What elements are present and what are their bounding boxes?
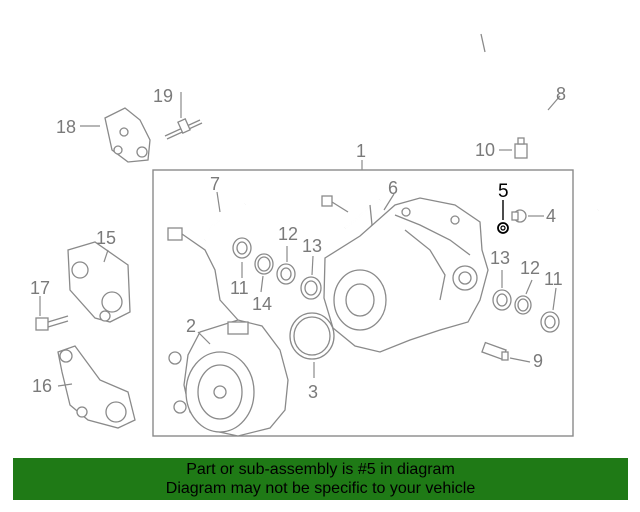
part-13-right-bearing[interactable]	[492, 289, 512, 311]
footer-banner: Part or sub-assembly is #5 in diagram Di…	[13, 458, 628, 500]
callout-4: 4	[546, 206, 556, 226]
parts-diagram: 1 8 10 19 18 7 6 4 5 12 13 11 14 13 12 1…	[30, 33, 614, 437]
part-17-bolt[interactable]	[35, 315, 69, 331]
part-8-vent-tube[interactable]	[480, 33, 614, 211]
footer-line-2: Diagram may not be specific to your vehi…	[165, 480, 476, 497]
callout-9: 9	[533, 351, 543, 371]
assembly-frame	[152, 169, 574, 437]
callout-2: 2	[186, 316, 196, 336]
part-16-mount[interactable]	[57, 345, 136, 429]
part-5-washer[interactable]	[497, 222, 509, 234]
part-11-right-seal[interactable]	[540, 311, 560, 333]
callout-8: 8	[556, 84, 566, 104]
callout-1: 1	[356, 141, 366, 161]
part-18-bracket[interactable]	[104, 107, 151, 163]
part-4-plug[interactable]	[511, 209, 527, 223]
part-10-breather[interactable]	[514, 137, 528, 159]
part-15-mount[interactable]	[67, 241, 131, 323]
part-2-motor[interactable]	[168, 319, 289, 437]
part-11-left-seal[interactable]	[232, 237, 252, 259]
leader-lines	[39, 92, 561, 387]
part-3-gasket[interactable]	[289, 312, 335, 360]
callout-5: 5	[498, 181, 509, 202]
callout-7: 7	[210, 174, 220, 194]
callout-3: 3	[308, 382, 318, 402]
part-14-o-ring[interactable]	[254, 253, 274, 275]
callout-17: 17	[30, 278, 50, 298]
callout-18: 18	[56, 117, 76, 137]
callout-10: 10	[475, 140, 495, 160]
callout-15: 15	[96, 228, 116, 248]
part-7-hose[interactable]	[204, 203, 246, 241]
part-12-left-ring[interactable]	[276, 263, 296, 285]
callout-11-right: 11	[544, 269, 563, 289]
footer-line-1: Part or sub-assembly is #5 in diagram	[186, 461, 455, 478]
callout-11-left: 11	[230, 278, 249, 298]
callout-13-right: 13	[490, 248, 510, 268]
part-2-wire-harness[interactable]	[167, 227, 239, 321]
part-1-housing[interactable]	[323, 197, 489, 353]
part-12-right-ring[interactable]	[514, 295, 532, 315]
part-6-bolt[interactable]	[321, 195, 349, 213]
callout-16: 16	[32, 376, 52, 396]
callout-19: 19	[153, 86, 173, 106]
part-9-sensor[interactable]	[481, 341, 509, 361]
callout-13-left: 13	[302, 236, 322, 256]
callout-6: 6	[388, 178, 398, 198]
callout-12-right: 12	[520, 258, 540, 278]
callout-12-left: 12	[278, 224, 298, 244]
part-19-bolt[interactable]	[164, 118, 203, 140]
part-13-left-bearing[interactable]	[300, 276, 322, 300]
callout-14: 14	[252, 294, 272, 314]
